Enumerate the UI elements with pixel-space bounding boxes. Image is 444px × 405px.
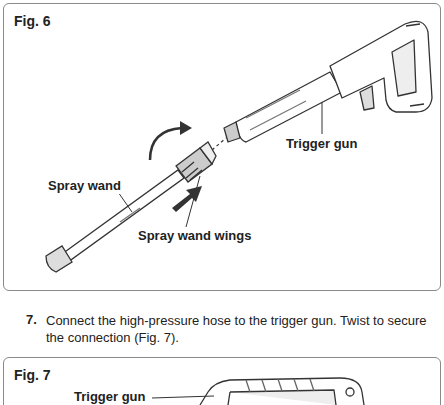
figure-frame: Fig. 7 (3, 357, 441, 405)
trigger-gun-drawing-2 (200, 378, 364, 405)
leader-line (322, 102, 323, 134)
leader-line (152, 396, 214, 398)
instruction-text: Connect the high-pressure hose to the tr… (44, 312, 433, 346)
step-number: 7. (24, 312, 39, 328)
trigger-gun-drawing (224, 21, 432, 142)
part-label: Spray wand (46, 178, 123, 194)
twist-arrow (150, 128, 182, 160)
figure-title: Fig. 7 (14, 367, 51, 383)
twist-arrowhead (180, 121, 192, 135)
part-label: Trigger gun (284, 136, 360, 152)
figure-title: Fig. 6 (14, 13, 51, 29)
figure-frame: Fig. 6 (3, 3, 441, 291)
leader-line (118, 192, 132, 212)
part-label: Spray wand wings (136, 228, 253, 244)
spray-wand-drawing (46, 142, 216, 272)
push-arrow (172, 186, 202, 212)
part-label: Trigger gun (72, 389, 148, 405)
leader-line (186, 176, 200, 227)
